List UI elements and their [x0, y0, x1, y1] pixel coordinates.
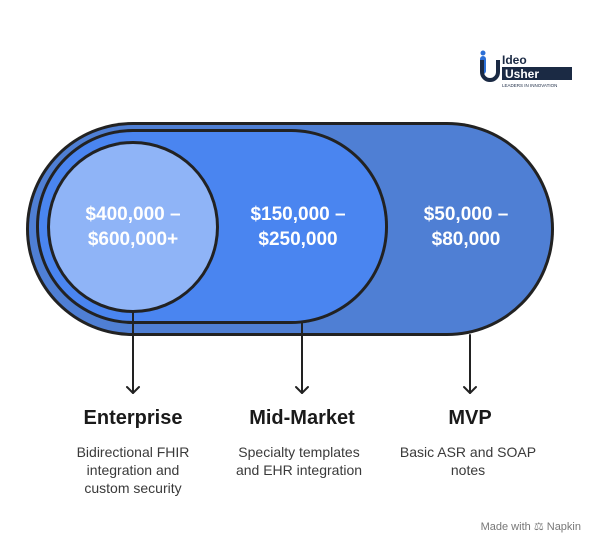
- mvp-price-line1: $50,000 –: [423, 204, 509, 225]
- enterprise-circle: [50, 144, 216, 310]
- enterprise-desc-line: Bidirectional FHIR: [76, 444, 190, 460]
- logo-line2: Usher: [505, 67, 539, 81]
- ideo-usher-logo-mark: Ideo Usher LEADERS IN INNOVATION: [480, 50, 572, 88]
- napkin-brand: Napkin: [546, 521, 581, 533]
- enterprise-title: Enterprise: [83, 407, 183, 429]
- arrow-mvp: [463, 334, 477, 394]
- mid-market-title: Mid-Market: [249, 407, 355, 429]
- mvp-title: MVP: [448, 407, 492, 429]
- made-with-label: Made with: [480, 521, 531, 533]
- mvp-desc: Basic ASR and SOAP notes: [383, 443, 553, 479]
- enterprise-price: $400,000 – $600,000+: [38, 202, 228, 252]
- enterprise-desc-line: integration and: [86, 462, 180, 478]
- arrow-mid-market: [295, 322, 309, 394]
- mid-market-desc: Specialty templates and EHR integration: [214, 443, 384, 479]
- enterprise-desc-line: custom security: [84, 480, 182, 496]
- mvp-desc-line: Basic ASR and SOAP: [399, 444, 537, 460]
- mid-market-price-line2: $250,000: [258, 229, 338, 250]
- ideo-usher-logo: Ideo Usher LEADERS IN INNOVATION: [478, 50, 578, 90]
- mid-market-price: $150,000 – $250,000: [203, 202, 393, 252]
- made-with-napkin[interactable]: Made with ⚖ Napkin: [481, 520, 581, 533]
- arrow-enterprise: [126, 312, 140, 394]
- enterprise-price-line1: $400,000 –: [85, 204, 181, 225]
- mvp-desc-line: notes: [450, 462, 486, 478]
- mvp-price: $50,000 – $80,000: [371, 202, 561, 252]
- mid-market-desc-line: and EHR integration: [235, 462, 363, 478]
- enterprise-desc: Bidirectional FHIR integration and custo…: [48, 443, 218, 497]
- enterprise-price-line2: $600,000+: [87, 229, 179, 250]
- logo-line1: Ideo: [502, 53, 527, 67]
- mid-market-price-line1: $150,000 –: [250, 204, 346, 225]
- mid-market-desc-line: Specialty templates: [238, 444, 360, 460]
- mvp-price-line2: $80,000: [431, 229, 501, 250]
- napkin-icon: ⚖: [533, 521, 544, 533]
- logo-tagline: LEADERS IN INNOVATION: [502, 83, 557, 88]
